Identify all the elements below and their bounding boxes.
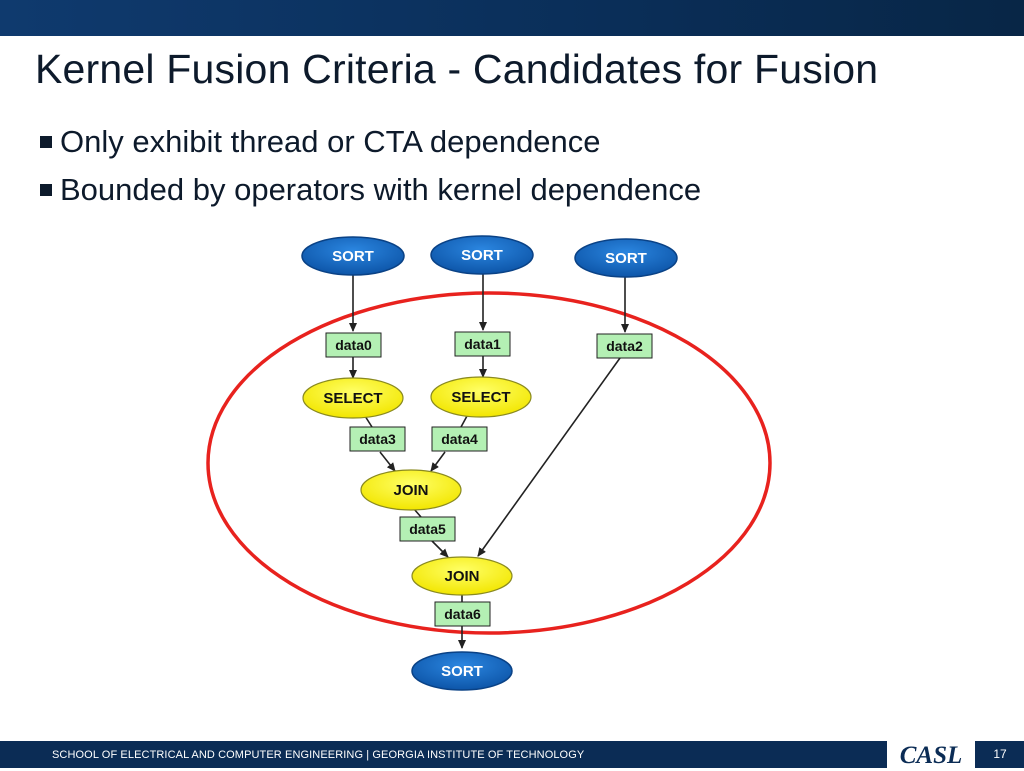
data-node: data3 [349, 426, 406, 452]
data-node-box [454, 331, 511, 357]
sort-node-label: SORT [605, 250, 647, 267]
operator-graph-diagram: SORT SORT SORT data0 data1 data2 SELECT [206, 235, 772, 691]
data-node-label: data0 [335, 337, 372, 353]
join-node-label: JOIN [393, 482, 428, 499]
sort-node-label: SORT [441, 663, 483, 680]
select-node-shape [430, 376, 532, 418]
data-node: data6 [434, 601, 491, 627]
edge-data5-join2 [431, 540, 449, 558]
select-node: SELECT [302, 377, 404, 419]
data-node-box [399, 516, 456, 542]
data-node-box [349, 426, 406, 452]
data-node: data4 [431, 426, 488, 452]
sort-node: SORT [301, 236, 405, 276]
edge-data4-join1 [430, 451, 446, 472]
select-node-shape [302, 377, 404, 419]
data-node-label: data4 [441, 431, 478, 447]
join-node: JOIN [411, 556, 513, 596]
data-node-box [325, 332, 382, 358]
sort-node-label: SORT [332, 248, 374, 265]
data-node-box [596, 333, 653, 359]
page-number: 17 [993, 747, 1007, 761]
data-node-label: data2 [606, 338, 643, 354]
edge-data3-join1 [379, 451, 396, 472]
footer-text: SCHOOL OF ELECTRICAL AND COMPUTER ENGINE… [52, 749, 585, 761]
slide-title: Kernel Fusion Criteria - Candidates for … [35, 46, 879, 92]
sort-node-label: SORT [461, 247, 503, 264]
sort-node: SORT [430, 235, 534, 275]
data-node-label: data6 [444, 606, 481, 622]
casl-logo-text: CASL [899, 742, 963, 769]
bullet-text: Only exhibit thread or CTA dependence [60, 124, 601, 159]
join-node: JOIN [360, 469, 462, 511]
sort-node: SORT [411, 651, 513, 691]
data-node-label: data1 [464, 336, 501, 352]
select-node: SELECT [430, 376, 532, 418]
bullet-list: Only exhibit thread or CTA dependence Bo… [40, 122, 701, 218]
edge-select2-data4 [460, 415, 468, 428]
edge-data2-join2 [477, 357, 621, 557]
footer-bar: SCHOOL OF ELECTRICAL AND COMPUTER ENGINE… [0, 741, 1024, 769]
data-node-box [434, 601, 491, 627]
select-node-label: SELECT [451, 389, 510, 406]
data-node: data5 [399, 516, 456, 542]
data-node-label: data5 [409, 521, 446, 537]
bullet-item: Bounded by operators with kernel depende… [40, 170, 701, 218]
join-node-shape [411, 556, 513, 596]
fusion-boundary [206, 291, 772, 635]
bullet-item: Only exhibit thread or CTA dependence [40, 122, 701, 170]
select-node-label: SELECT [323, 390, 382, 407]
square-bullet-icon [40, 183, 52, 196]
data-node-box [431, 426, 488, 452]
sort-node-shape [411, 651, 513, 691]
data-node: data0 [325, 332, 382, 358]
bullet-text: Bounded by operators with kernel depende… [60, 172, 702, 207]
data-node: data1 [454, 331, 511, 357]
join-node-shape [360, 469, 462, 511]
data-node: data2 [596, 333, 653, 359]
join-node-label: JOIN [444, 568, 479, 585]
data-node-label: data3 [359, 431, 396, 447]
sort-node: SORT [574, 238, 678, 278]
sort-node-shape [430, 235, 534, 275]
casl-logo: CASL [887, 741, 975, 769]
top-banner [0, 0, 1024, 36]
sort-node-shape [574, 238, 678, 278]
square-bullet-icon [40, 135, 52, 148]
sort-node-shape [301, 236, 405, 276]
